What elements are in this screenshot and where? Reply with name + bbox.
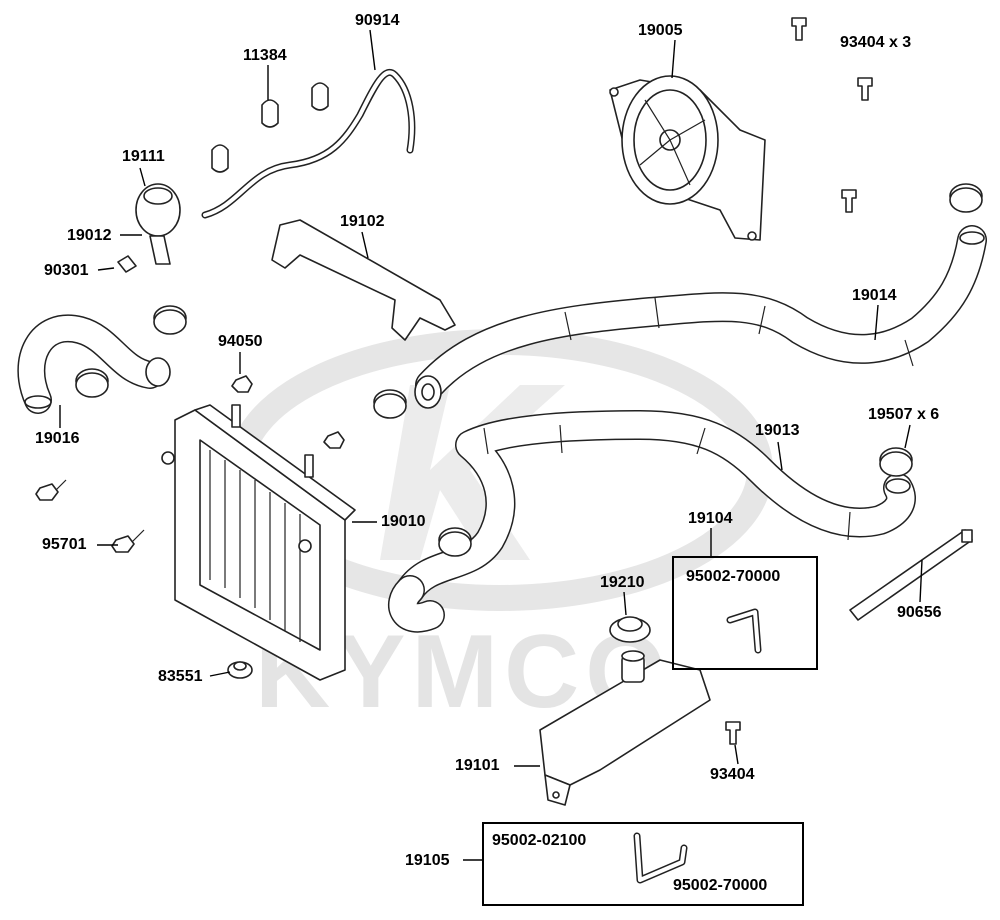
hose-19014[interactable] — [414, 225, 987, 409]
fitting-95002-70000-upper[interactable] — [726, 608, 762, 654]
thermostat-housing-19111[interactable] — [117, 183, 181, 273]
callout-94050[interactable]: 94050 — [218, 333, 263, 350]
reservoir-tank-19101[interactable] — [539, 650, 711, 806]
callout-83551[interactable]: 83551 — [158, 668, 203, 685]
callout-19013[interactable]: 19013 — [755, 422, 800, 439]
callout-19005[interactable]: 19005 — [638, 22, 683, 39]
bracket-19102[interactable] — [271, 219, 456, 341]
callout-19012[interactable]: 19012 — [67, 227, 112, 244]
reservoir-cap-19210[interactable] — [609, 616, 651, 643]
callout-95701[interactable]: 95701 — [42, 536, 87, 553]
bolts-95701[interactable] — [35, 479, 145, 553]
radiator-fan-19005[interactable] — [609, 75, 766, 241]
hose-clamps-19507[interactable] — [75, 183, 983, 557]
callout-95002-70000-lower[interactable]: 95002-70000 — [673, 877, 768, 894]
leader-lines — [59, 29, 923, 861]
callout-93404-x3[interactable]: 93404 x 3 — [840, 34, 912, 51]
callout-19102[interactable]: 19102 — [340, 213, 385, 230]
callout-19101[interactable]: 19101 — [455, 757, 500, 774]
nuts-94050[interactable] — [231, 375, 345, 449]
kit-box-19104 — [672, 556, 818, 670]
callout-95002-02100[interactable]: 95002-02100 — [492, 832, 587, 849]
kit-box-19105 — [482, 822, 804, 906]
fittings-19105[interactable] — [633, 832, 688, 884]
cable-tie-90656[interactable] — [849, 529, 973, 621]
pipe-90914[interactable] — [201, 69, 416, 219]
grommet-83551[interactable] — [227, 661, 253, 679]
callout-19010[interactable]: 19010 — [381, 513, 426, 530]
callout-19507-x6[interactable]: 19507 x 6 — [868, 406, 940, 423]
callout-19210[interactable]: 19210 — [600, 574, 645, 591]
clips-11384[interactable] — [211, 82, 329, 173]
callout-19105[interactable]: 19105 — [405, 852, 450, 869]
callout-90301[interactable]: 90301 — [44, 262, 89, 279]
callout-19104[interactable]: 19104 — [688, 510, 733, 527]
callout-11384[interactable]: 11384 — [243, 47, 287, 64]
radiator-19010[interactable] — [161, 404, 356, 681]
hose-19013[interactable] — [388, 410, 916, 633]
hose-19016[interactable] — [17, 314, 171, 414]
callout-90914[interactable]: 90914 — [355, 12, 400, 29]
callout-93404[interactable]: 93404 — [710, 766, 755, 783]
callout-19014[interactable]: 19014 — [852, 287, 897, 304]
callout-19111[interactable]: 19111 — [122, 148, 165, 165]
callout-95002-70000-upper[interactable]: 95002-70000 — [686, 568, 781, 585]
callout-90656[interactable]: 90656 — [897, 604, 942, 621]
bolts-93404[interactable] — [725, 17, 873, 745]
callout-19016[interactable]: 19016 — [35, 430, 80, 447]
